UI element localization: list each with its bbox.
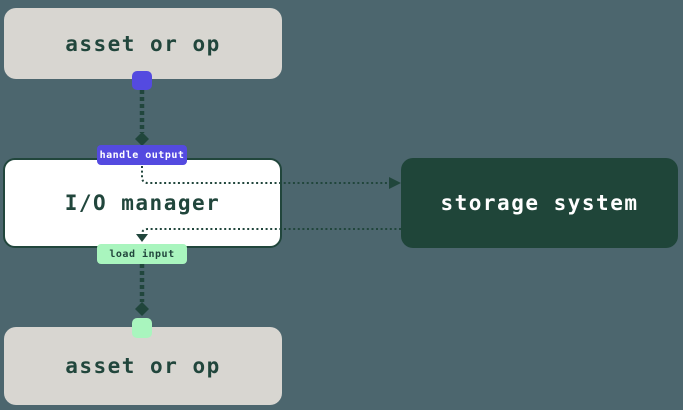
arrowhead-right-icon	[389, 177, 401, 189]
asset-or-op-bottom-label: asset or op	[65, 354, 221, 378]
load-input-badge-label: load input	[109, 248, 175, 260]
asset-or-op-top-label: asset or op	[65, 31, 221, 56]
output-port-icon	[132, 71, 152, 90]
storage-system-label: storage system	[440, 191, 639, 215]
storage-system-node: storage system	[401, 158, 678, 248]
diamond-endpoint-icon-bottom	[135, 302, 149, 316]
handle-output-badge: handle output	[97, 145, 187, 165]
asset-or-op-bottom-node: asset or op	[4, 327, 282, 405]
load-input-badge: load input	[97, 244, 187, 264]
diamond-endpoint-icon-top	[135, 132, 149, 146]
asset-or-op-top-node: asset or op	[4, 8, 282, 79]
handle-output-badge-label: handle output	[99, 149, 185, 161]
io-manager-node: I/O manager	[3, 158, 282, 248]
input-port-icon	[132, 318, 152, 338]
io-manager-label: I/O manager	[64, 191, 221, 215]
